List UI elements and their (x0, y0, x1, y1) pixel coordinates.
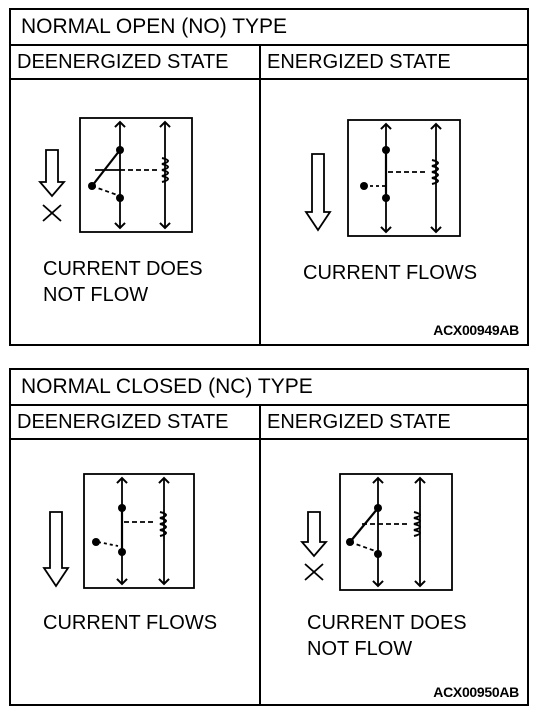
no-energized-flow-arrow-icon (304, 153, 332, 232)
no-energized-contact-dots (360, 146, 390, 202)
nc-energized-relay-symbol (339, 473, 453, 591)
nc-energized-header: ENERGIZED STATE (261, 406, 527, 440)
nc-deenergized-flow-arrow-icon (42, 511, 70, 588)
no-deenergized-relay-symbol (79, 117, 193, 233)
nc-deenergized-relay-symbol (83, 473, 195, 589)
nc-type-title: NORMAL CLOSED (NC) TYPE (11, 370, 527, 406)
nc-energized-contact-dots (346, 504, 382, 558)
no-type-title: NORMAL OPEN (NO) TYPE (11, 10, 527, 46)
nc-type-panel: NORMAL CLOSED (NC) TYPE DEENERGIZED STAT… (9, 368, 529, 706)
no-energized-header: ENERGIZED STATE (261, 46, 527, 80)
no-type-panel: NORMAL OPEN (NO) TYPE DEENERGIZED STATE … (9, 8, 529, 346)
no-deenergized-blocked-arrow-icon (38, 149, 66, 222)
no-energized-relay-symbol (347, 119, 461, 237)
no-energized-caption: CURRENT FLOWS (303, 262, 478, 284)
no-deenergized-caption: CURRENT DOES NOT FLOW (43, 258, 203, 306)
no-figure-code: ACX00949AB (433, 322, 519, 338)
nc-deenergized-header: DEENERGIZED STATE (11, 406, 261, 440)
nc-column-divider (259, 406, 261, 704)
no-deenergized-contact-dots (88, 146, 124, 202)
nc-energized-blocked-arrow-icon (300, 511, 328, 581)
nc-deenergized-caption: CURRENT FLOWS (43, 612, 218, 634)
no-column-divider (259, 46, 261, 344)
no-deenergized-header: DEENERGIZED STATE (11, 46, 261, 80)
nc-energized-caption: CURRENT DOES NOT FLOW (307, 612, 467, 660)
nc-deenergized-contact-dots (92, 504, 126, 556)
nc-figure-code: ACX00950AB (433, 684, 519, 700)
